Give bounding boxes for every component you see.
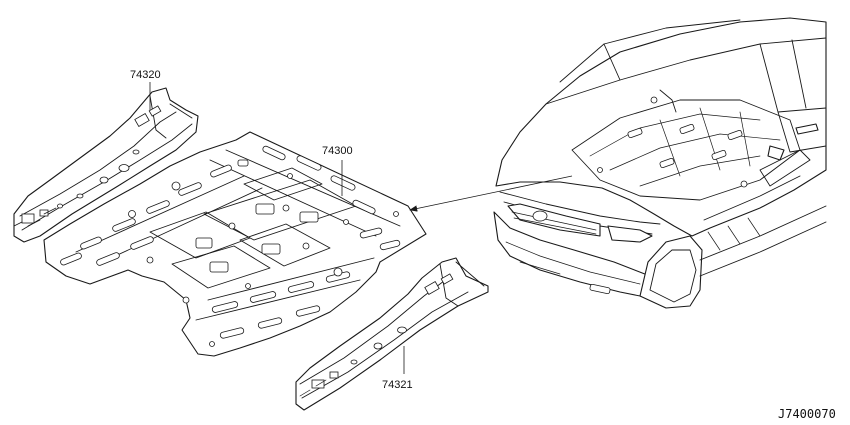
callout-74321[interactable]: 74321: [382, 379, 413, 391]
floor-rail-right-part[interactable]: [295, 257, 489, 411]
callout-74300[interactable]: 74300: [322, 145, 353, 157]
floor-panel-part[interactable]: [43, 131, 427, 357]
callout-74320[interactable]: 74320: [130, 69, 161, 81]
drawing-code: J7400070: [778, 407, 836, 421]
vehicle-illustration: [493, 17, 827, 309]
floor-rail-left-part[interactable]: [13, 87, 199, 243]
location-arrow: [409, 175, 573, 212]
